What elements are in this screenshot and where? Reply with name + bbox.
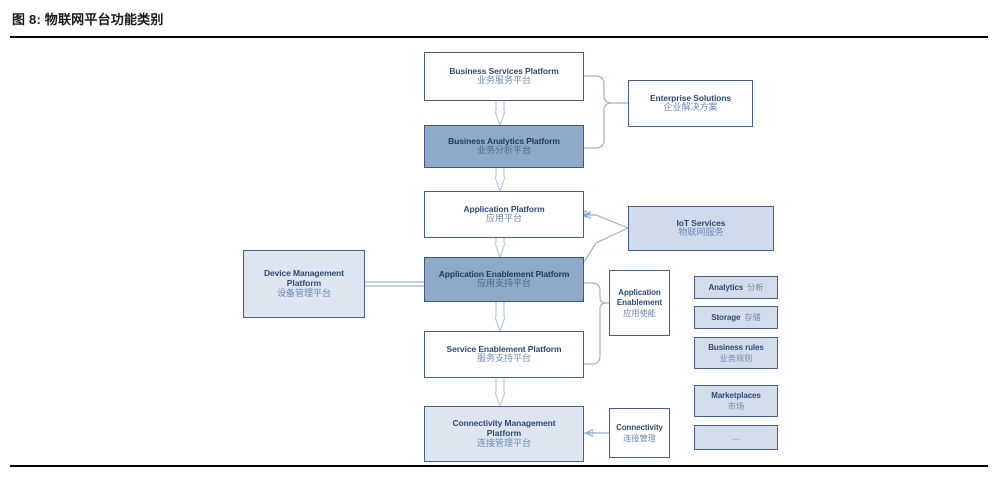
chip-marketplaces[interactable]: Marketplaces 市场 (694, 385, 778, 417)
title-rule-bottom (10, 465, 988, 467)
node-label-en: Business Analytics Platform (448, 135, 560, 146)
node-label-cn: 物联网服务 (678, 228, 724, 239)
node-application-platform[interactable]: Application Platform 应用平台 (424, 191, 584, 238)
chip-analytics[interactable]: Analytics 分析 (694, 276, 778, 299)
node-label-en-line2: Enablement (616, 297, 663, 307)
node-label-en: Application Enablement Platform (438, 268, 570, 279)
node-label-cn: 连接管理平台 (476, 439, 531, 449)
chip-storage[interactable]: Storage 存储 (694, 306, 778, 329)
node-label-en: IoT Services (676, 217, 726, 228)
node-label-cn: 应用使能 (623, 307, 656, 318)
node-label-en-line2: Platform (286, 278, 322, 289)
node-label-en: Application Platform (463, 203, 545, 214)
node-label-en: Business Services Platform (449, 65, 559, 76)
node-label-en: Enterprise Solutions (649, 92, 732, 103)
chip-more[interactable]: … (694, 425, 778, 450)
node-label-cn: 服务支持平台 (476, 354, 531, 365)
chip-label-en: Storage (711, 312, 741, 322)
node-label-en: Service Enablement Platform (446, 343, 562, 354)
node-business-analytics-platform[interactable]: Business Analytics Platform 业务分析平台 (424, 125, 584, 168)
node-label-en-line1: Connectivity Management (452, 417, 556, 428)
node-business-services-platform[interactable]: Business Services Platform 业务服务平台 (424, 52, 584, 101)
node-label-cn: 连接管理 (623, 432, 656, 443)
node-label-en-line1: Application (618, 287, 661, 297)
node-label-en-line1: Device Management (263, 267, 345, 278)
chip-label-cn: … (731, 432, 741, 443)
node-label-cn: 应用平台 (485, 214, 522, 225)
chip-label-en: Marketplaces (711, 390, 761, 400)
chip-label-en: Analytics (708, 282, 744, 292)
node-label-cn: 应用支持平台 (476, 279, 531, 290)
node-label-cn: 设备管理平台 (276, 289, 331, 299)
figure-title: 图 8: 物联网平台功能类别 (12, 12, 164, 27)
node-application-enablement[interactable]: Application Enablement 应用使能 (609, 270, 670, 336)
node-application-enablement-platform[interactable]: Application Enablement Platform 应用支持平台 (424, 257, 584, 302)
chip-label-cn: 存储 (744, 312, 761, 323)
node-label-en-line2: Platform (486, 428, 522, 439)
node-device-management-platform[interactable]: Device Management Platform 设备管理平台 (243, 250, 365, 318)
chip-label-cn: 分析 (747, 282, 764, 293)
chip-label-en: Business rules (708, 342, 764, 352)
node-connectivity-management-platform[interactable]: Connectivity Management Platform 连接管理平台 (424, 406, 584, 462)
node-connectivity[interactable]: Connectivity 连接管理 (609, 408, 670, 458)
node-service-enablement-platform[interactable]: Service Enablement Platform 服务支持平台 (424, 331, 584, 378)
node-label-cn: 业务分析平台 (476, 146, 531, 157)
node-label-cn: 业务服务平台 (476, 76, 531, 87)
chip-label-cn: 业务规则 (719, 352, 753, 363)
node-enterprise-solutions[interactable]: Enterprise Solutions 企业解决方案 (628, 80, 753, 127)
node-label-en: Connectivity (616, 422, 663, 432)
chip-label-cn: 市场 (727, 400, 745, 411)
title-rule-top (10, 36, 988, 38)
node-iot-services[interactable]: IoT Services 物联网服务 (628, 206, 774, 251)
chip-business-rules[interactable]: Business rules 业务规则 (694, 337, 778, 369)
node-label-cn: 企业解决方案 (663, 103, 718, 114)
